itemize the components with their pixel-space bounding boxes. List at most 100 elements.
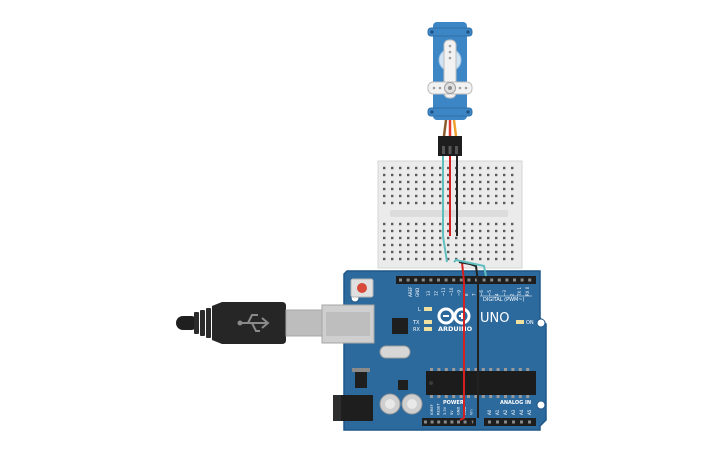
breadboard-hole[interactable]: [471, 180, 474, 184]
breadboard-hole[interactable]: [407, 257, 410, 261]
breadboard-hole[interactable]: [399, 194, 402, 198]
breadboard-hole[interactable]: [383, 250, 386, 254]
breadboard-hole[interactable]: [383, 201, 386, 205]
breadboard-hole[interactable]: [511, 187, 514, 191]
breadboard-hole[interactable]: [399, 236, 402, 240]
breadboard-hole[interactable]: [479, 236, 482, 240]
breadboard-hole[interactable]: [455, 250, 458, 254]
micro-servo[interactable]: [427, 22, 473, 156]
breadboard-holes[interactable]: [383, 166, 514, 261]
breadboard-hole[interactable]: [423, 236, 426, 240]
breadboard-hole[interactable]: [383, 166, 386, 170]
breadboard-hole[interactable]: [447, 187, 450, 191]
breadboard-hole[interactable]: [399, 229, 402, 233]
breadboard-hole[interactable]: [383, 173, 386, 177]
breadboard-hole[interactable]: [399, 180, 402, 184]
analog-header-pins[interactable]: [488, 420, 531, 424]
breadboard-hole[interactable]: [503, 236, 506, 240]
breadboard-hole[interactable]: [479, 194, 482, 198]
breadboard-hole[interactable]: [503, 180, 506, 184]
breadboard-hole[interactable]: [471, 243, 474, 247]
breadboard-hole[interactable]: [487, 243, 490, 247]
breadboard-hole[interactable]: [431, 257, 434, 261]
header-pin[interactable]: [482, 278, 486, 282]
digital-header[interactable]: [396, 276, 536, 284]
digital-header-pins[interactable]: [399, 278, 532, 282]
breadboard-hole[interactable]: [455, 257, 458, 261]
breadboard-hole[interactable]: [423, 166, 426, 170]
breadboard-hole[interactable]: [447, 243, 450, 247]
breadboard-hole[interactable]: [415, 194, 418, 198]
header-pin[interactable]: [399, 278, 402, 282]
header-pin[interactable]: [450, 420, 454, 424]
usb-cable[interactable]: [176, 302, 323, 344]
breadboard-hole[interactable]: [447, 236, 450, 240]
header-pin[interactable]: [467, 278, 471, 282]
breadboard-hole[interactable]: [447, 180, 450, 184]
breadboard-hole[interactable]: [415, 229, 418, 233]
breadboard-hole[interactable]: [511, 257, 514, 261]
breadboard-hole[interactable]: [463, 229, 466, 233]
wires[interactable]: [442, 156, 487, 427]
header-pin[interactable]: [444, 278, 448, 282]
breadboard-hole[interactable]: [495, 194, 498, 198]
breadboard-hole[interactable]: [399, 250, 402, 254]
breadboard-hole[interactable]: [471, 173, 474, 177]
breadboard-hole[interactable]: [399, 173, 402, 177]
breadboard-hole[interactable]: [415, 173, 418, 177]
breadboard-hole[interactable]: [479, 201, 482, 205]
breadboard-hole[interactable]: [503, 173, 506, 177]
breadboard-hole[interactable]: [399, 187, 402, 191]
breadboard-hole[interactable]: [471, 257, 474, 261]
breadboard-hole[interactable]: [511, 222, 514, 226]
breadboard-hole[interactable]: [415, 243, 418, 247]
header-pin[interactable]: [512, 420, 515, 424]
breadboard-hole[interactable]: [439, 250, 442, 254]
header-pin[interactable]: [490, 278, 494, 282]
breadboard-hole[interactable]: [495, 250, 498, 254]
breadboard-hole[interactable]: [415, 250, 418, 254]
breadboard-hole[interactable]: [495, 257, 498, 261]
header-pin[interactable]: [406, 278, 410, 282]
breadboard-hole[interactable]: [383, 229, 386, 233]
breadboard-hole[interactable]: [431, 166, 434, 170]
breadboard-hole[interactable]: [431, 187, 434, 191]
breadboard-hole[interactable]: [431, 229, 434, 233]
breadboard-hole[interactable]: [503, 201, 506, 205]
breadboard-hole[interactable]: [431, 194, 434, 198]
breadboard-hole[interactable]: [463, 194, 466, 198]
breadboard-hole[interactable]: [503, 222, 506, 226]
breadboard-hole[interactable]: [487, 187, 490, 191]
breadboard-hole[interactable]: [383, 257, 386, 261]
breadboard-hole[interactable]: [487, 166, 490, 170]
breadboard-hole[interactable]: [463, 166, 466, 170]
breadboard-hole[interactable]: [463, 243, 466, 247]
breadboard-hole[interactable]: [431, 250, 434, 254]
breadboard-hole[interactable]: [399, 201, 402, 205]
breadboard-hole[interactable]: [495, 236, 498, 240]
breadboard-hole[interactable]: [495, 180, 498, 184]
breadboard-hole[interactable]: [479, 187, 482, 191]
breadboard-hole[interactable]: [423, 194, 426, 198]
breadboard-hole[interactable]: [399, 222, 402, 226]
breadboard-hole[interactable]: [503, 187, 506, 191]
breadboard-hole[interactable]: [407, 250, 410, 254]
breadboard-hole[interactable]: [487, 222, 490, 226]
breadboard-hole[interactable]: [415, 166, 418, 170]
breadboard-hole[interactable]: [479, 243, 482, 247]
power-header[interactable]: [422, 418, 476, 426]
header-pin[interactable]: [463, 420, 467, 424]
ground-wire[interactable]: [456, 156, 479, 418]
breadboard-hole[interactable]: [471, 229, 474, 233]
breadboard-hole[interactable]: [439, 201, 442, 205]
header-pin[interactable]: [528, 420, 531, 424]
breadboard-hole[interactable]: [399, 166, 402, 170]
breadboard-hole[interactable]: [431, 236, 434, 240]
breadboard-hole[interactable]: [471, 250, 474, 254]
breadboard-hole[interactable]: [511, 250, 514, 254]
breadboard-hole[interactable]: [487, 194, 490, 198]
power-wire[interactable]: [449, 156, 465, 421]
breadboard-hole[interactable]: [471, 222, 474, 226]
header-pin[interactable]: [505, 278, 509, 282]
